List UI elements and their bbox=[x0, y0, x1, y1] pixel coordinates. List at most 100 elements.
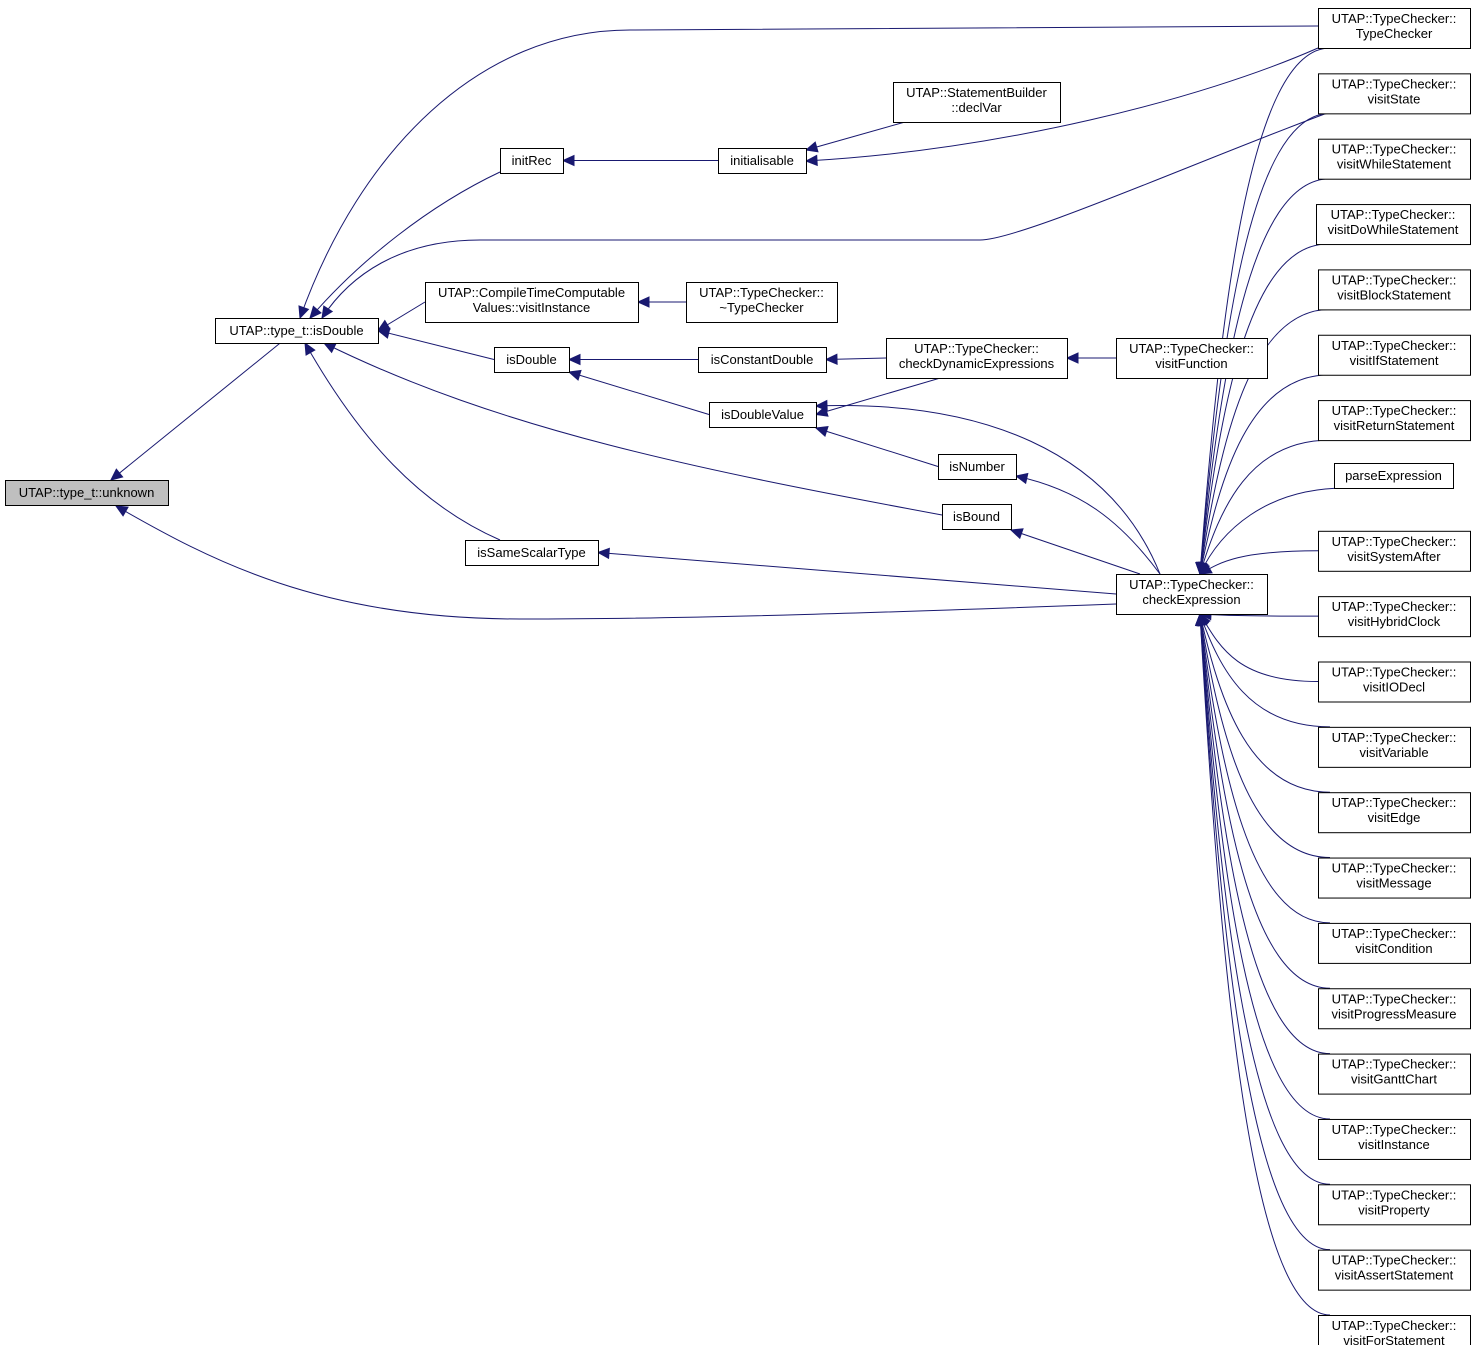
node-box bbox=[1318, 988, 1471, 1030]
edge-arrowhead bbox=[298, 305, 310, 320]
node-visitFor[interactable]: UTAP::TypeChecker::visitForStatement bbox=[1318, 1315, 1471, 1345]
node-visitInstance[interactable]: UTAP::TypeChecker::visitInstance bbox=[1318, 1118, 1471, 1160]
node-visitFunction[interactable]: UTAP::TypeChecker::visitFunction bbox=[1116, 338, 1268, 379]
node-label: parseExpression bbox=[1345, 468, 1442, 483]
edge-visitIODecl-to-checkExpression bbox=[1199, 612, 1319, 682]
edge-line bbox=[1199, 613, 1331, 1055]
node-tIsDouble[interactable]: UTAP::type_t::isDouble bbox=[215, 318, 379, 344]
node-box bbox=[5, 480, 169, 506]
node-unknown[interactable]: UTAP::type_t::unknown bbox=[5, 480, 169, 506]
node-visitAssert[interactable]: UTAP::TypeChecker::visitAssertStatement bbox=[1318, 1249, 1471, 1291]
edge-line bbox=[1199, 613, 1331, 859]
edge-arrowhead bbox=[110, 468, 124, 481]
node-visitProperty[interactable]: UTAP::TypeChecker::visitProperty bbox=[1318, 1184, 1471, 1226]
edge-line bbox=[321, 111, 1331, 319]
node-label: visitFunction bbox=[1155, 356, 1227, 371]
edge-line bbox=[815, 377, 941, 415]
node-tcCtor[interactable]: UTAP::TypeChecker::TypeChecker bbox=[1318, 8, 1471, 49]
edge-arrowhead bbox=[561, 154, 575, 167]
node-box bbox=[1318, 596, 1471, 638]
node-isConstantDouble[interactable]: isConstantDouble bbox=[698, 347, 827, 373]
node-isBound[interactable]: isBound bbox=[942, 504, 1012, 530]
node-label: UTAP::TypeChecker:: bbox=[1332, 599, 1457, 614]
node-tcDestructor[interactable]: UTAP::TypeChecker::~TypeChecker bbox=[686, 282, 838, 323]
edge-line bbox=[1199, 47, 1331, 575]
node-declVar[interactable]: UTAP::StatementBuilder::declVar bbox=[893, 82, 1061, 123]
node-label: UTAP::TypeChecker:: bbox=[1332, 991, 1457, 1006]
node-visitIf[interactable]: UTAP::TypeChecker::visitIfStatement bbox=[1318, 334, 1471, 376]
edge-visitIf-to-checkExpression bbox=[1196, 374, 1331, 576]
edge-line bbox=[1010, 529, 1141, 575]
node-visitMessage[interactable]: UTAP::TypeChecker::visitMessage bbox=[1318, 857, 1471, 899]
node-box bbox=[1318, 1315, 1471, 1345]
nodes-layer: UTAP::type_t::unknown UTAP::type_t::isDou… bbox=[5, 8, 1471, 1345]
node-visitWhile[interactable]: UTAP::TypeChecker::visitWhileStatement bbox=[1318, 138, 1471, 180]
edge-arrowhead bbox=[1198, 563, 1213, 575]
node-label: visitWhileStatement bbox=[1337, 157, 1452, 172]
node-label: Values::visitInstance bbox=[473, 300, 591, 315]
edge-arrowhead bbox=[1009, 528, 1024, 540]
edge-visitAssert-to-checkExpression bbox=[1194, 612, 1331, 1251]
node-visitReturn[interactable]: UTAP::TypeChecker::visitReturnStatement bbox=[1318, 400, 1471, 442]
node-initialisable[interactable]: initialisable bbox=[718, 148, 807, 174]
node-label: visitEdge bbox=[1368, 810, 1421, 825]
node-visitState[interactable]: UTAP::TypeChecker::visitState bbox=[1318, 73, 1471, 115]
node-visitVariable[interactable]: UTAP::TypeChecker::visitVariable bbox=[1318, 726, 1471, 768]
edges-layer bbox=[110, 25, 1347, 1316]
node-label: UTAP::TypeChecker:: bbox=[1332, 403, 1457, 418]
node-label: visitVariable bbox=[1359, 745, 1428, 760]
node-label: visitIfStatement bbox=[1350, 353, 1439, 368]
edge-line bbox=[1199, 613, 1331, 793]
node-box bbox=[1318, 1118, 1471, 1160]
edge-isBound-to-tIsDouble bbox=[322, 342, 943, 516]
node-isSameScalarType[interactable]: isSameScalarType bbox=[465, 540, 599, 566]
node-label: isDouble bbox=[506, 352, 557, 367]
node-visitEdge[interactable]: UTAP::TypeChecker::visitEdge bbox=[1318, 792, 1471, 834]
node-isDoubleValue[interactable]: isDoubleValue bbox=[709, 402, 817, 428]
node-visitHybridClock[interactable]: UTAP::TypeChecker::visitHybridClock bbox=[1318, 596, 1471, 638]
node-isNumber[interactable]: isNumber bbox=[938, 454, 1017, 480]
edge-line bbox=[1199, 112, 1331, 575]
node-label: ::declVar bbox=[951, 100, 1002, 115]
node-visitBlock[interactable]: UTAP::TypeChecker::visitBlockStatement bbox=[1318, 269, 1471, 311]
node-label: UTAP::TypeChecker:: bbox=[1332, 272, 1457, 287]
node-box bbox=[1318, 1053, 1471, 1095]
node-checkDynamic[interactable]: UTAP::TypeChecker::checkDynamicExpressio… bbox=[886, 338, 1068, 379]
node-box bbox=[1318, 530, 1471, 572]
node-box bbox=[698, 347, 827, 373]
node-ctcVisitInstance[interactable]: UTAP::CompileTimeComputableValues::visit… bbox=[425, 282, 639, 323]
node-isDouble[interactable]: isDouble bbox=[494, 347, 570, 373]
node-visitProgress[interactable]: UTAP::TypeChecker::visitProgressMeasure bbox=[1318, 988, 1471, 1030]
node-label: UTAP::type_t::isDouble bbox=[229, 323, 363, 338]
node-checkExpression[interactable]: UTAP::TypeChecker::checkExpression bbox=[1116, 574, 1268, 615]
node-label: UTAP::TypeChecker:: bbox=[1331, 207, 1456, 222]
node-box bbox=[1318, 792, 1471, 834]
node-visitSystemAfter[interactable]: UTAP::TypeChecker::visitSystemAfter bbox=[1318, 530, 1471, 572]
node-visitDoWhile[interactable]: UTAP::TypeChecker::visitDoWhileStatement bbox=[1316, 204, 1471, 246]
node-label: UTAP::TypeChecker:: bbox=[1332, 1318, 1457, 1333]
node-label: visitMessage bbox=[1356, 876, 1431, 891]
node-label: TypeChecker bbox=[1356, 26, 1433, 41]
node-box bbox=[718, 148, 807, 174]
edge-line bbox=[568, 371, 710, 415]
node-visitIODecl[interactable]: UTAP::TypeChecker::visitIODecl bbox=[1318, 661, 1471, 703]
node-box bbox=[215, 318, 379, 344]
edge-line bbox=[805, 121, 906, 151]
node-parseExpression[interactable]: parseExpression bbox=[1334, 463, 1454, 489]
node-initRec[interactable]: initRec bbox=[500, 148, 564, 174]
node-label: UTAP::TypeChecker:: bbox=[1332, 730, 1457, 745]
edge-visitSystemAfter-to-checkExpression bbox=[1198, 550, 1319, 575]
node-label: checkExpression bbox=[1142, 592, 1240, 607]
edge-checkExpression-to-isSameScalarType bbox=[596, 547, 1117, 595]
edge-visitFor-to-checkExpression bbox=[1194, 612, 1331, 1316]
edge-line bbox=[1015, 475, 1161, 575]
node-visitCondition[interactable]: UTAP::TypeChecker::visitCondition bbox=[1318, 922, 1471, 964]
edge-line bbox=[1199, 613, 1319, 682]
node-label: UTAP::TypeChecker:: bbox=[1332, 338, 1457, 353]
node-box bbox=[893, 82, 1061, 123]
node-visitGantt[interactable]: UTAP::TypeChecker::visitGanttChart bbox=[1318, 1053, 1471, 1095]
edge-arrowhead bbox=[567, 353, 581, 366]
edge-line bbox=[815, 405, 1161, 575]
node-label: UTAP::TypeChecker:: bbox=[1332, 76, 1457, 91]
